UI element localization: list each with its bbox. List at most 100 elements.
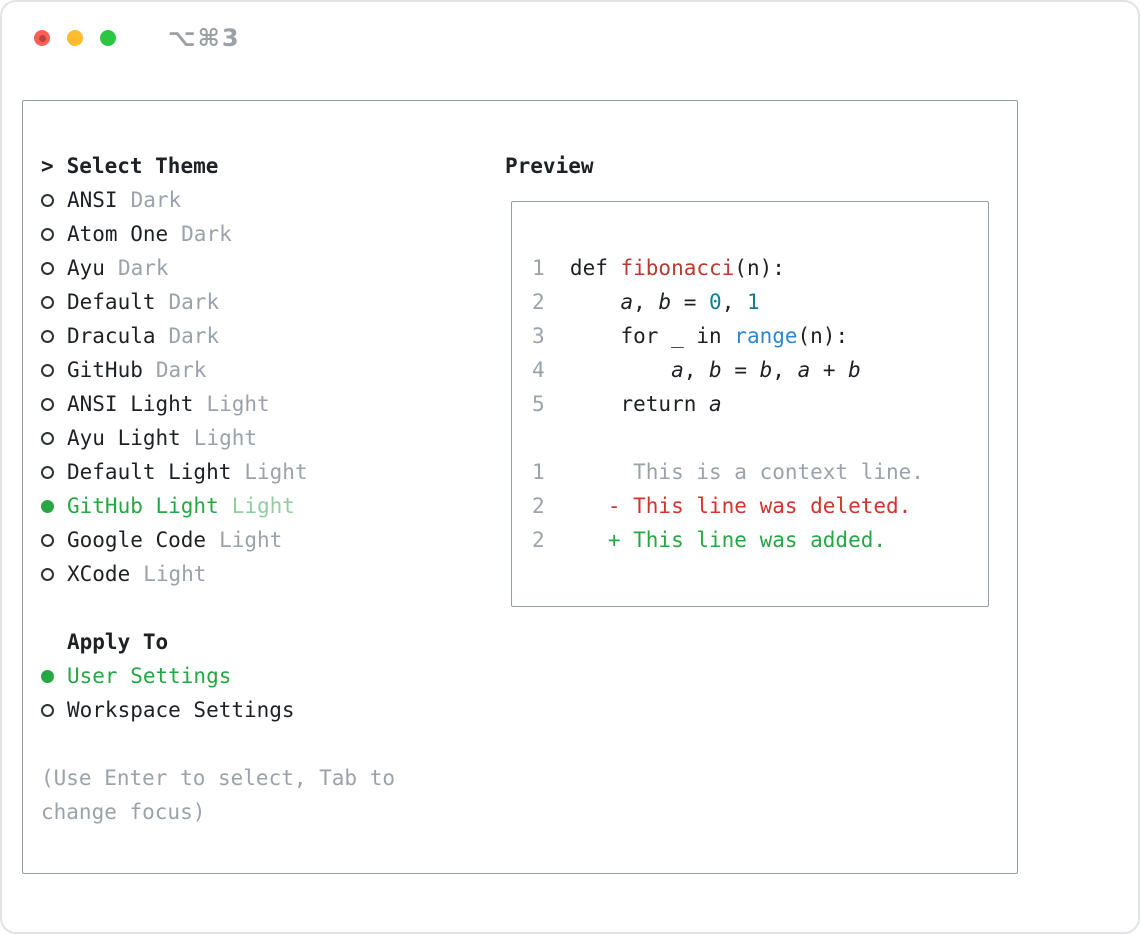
apply-option-user-settings[interactable]: User Settings xyxy=(41,659,505,693)
theme-option-google-code[interactable]: Google Code Light xyxy=(41,523,505,557)
option-label: Ayu xyxy=(67,256,105,280)
code-token: (n): xyxy=(797,324,849,348)
zoom-button[interactable] xyxy=(100,30,116,46)
code-token xyxy=(570,358,671,382)
code-token: = xyxy=(671,290,710,314)
window-shortcut-label: ⌥⌘3 xyxy=(168,24,241,52)
theme-option-github-light[interactable]: GitHub Light Light xyxy=(41,489,505,523)
theme-option-xcode[interactable]: XCode Light xyxy=(41,557,505,591)
option-label: GitHub xyxy=(67,358,143,382)
option-label: Google Code xyxy=(67,528,207,552)
line-number: 2 xyxy=(532,494,545,518)
close-button[interactable] xyxy=(34,30,50,46)
code-line: 5 return a xyxy=(532,387,978,421)
spacer xyxy=(41,591,505,625)
code-token: b xyxy=(658,290,672,314)
code-token: return xyxy=(569,392,709,416)
close-button-dot xyxy=(38,34,46,42)
diff-line: 2 + This line was added. xyxy=(532,523,978,557)
option-variant: Dark xyxy=(130,188,182,212)
apply-to-title: Apply To xyxy=(67,630,169,654)
line-number: 2 xyxy=(532,528,545,552)
radio-unselected-icon xyxy=(41,227,54,241)
option-variant: Dark xyxy=(181,222,232,246)
code-line: 3 for _ in range(n): xyxy=(532,319,978,353)
radio-unselected-icon xyxy=(41,261,54,275)
diff-line: 1 This is a context line. xyxy=(532,455,978,489)
radio-selected-icon xyxy=(41,499,54,513)
code-token: a xyxy=(709,392,722,416)
radio-unselected-icon xyxy=(41,567,54,581)
line-number: 5 xyxy=(532,392,545,416)
select-theme-header: > Select Theme xyxy=(41,149,505,183)
diff-line: 2 - This line was deleted. xyxy=(532,489,978,523)
option-label: Default Light xyxy=(67,460,232,484)
code-token: fibonacci xyxy=(620,256,735,280)
option-variant: Light xyxy=(206,392,270,416)
minimize-button[interactable] xyxy=(67,30,83,46)
option-variant: Light xyxy=(231,494,295,518)
preview-title: Preview xyxy=(505,154,594,178)
option-label: Ayu Light xyxy=(67,426,181,450)
code-token: b xyxy=(759,358,773,382)
code-token: 0 xyxy=(709,290,722,314)
code-token: b xyxy=(709,358,722,382)
option-variant: Dark xyxy=(155,358,207,382)
theme-option-default-light[interactable]: Default Light Light xyxy=(41,455,505,489)
code-line: 2 a, b = 0, 1 xyxy=(532,285,978,319)
theme-option-atom-one[interactable]: Atom One Dark xyxy=(41,217,505,251)
code-token: b xyxy=(848,358,861,382)
code-token: a xyxy=(620,290,634,314)
radio-unselected-icon xyxy=(41,703,54,717)
theme-option-default[interactable]: Default Dark xyxy=(41,285,505,319)
option-label: Default xyxy=(67,290,156,314)
titlebar: ⌥⌘3 xyxy=(2,2,1138,52)
option-label: User Settings xyxy=(67,664,232,688)
line-number: 1 xyxy=(532,256,545,280)
theme-option-github[interactable]: GitHub Dark xyxy=(41,353,505,387)
radio-unselected-icon xyxy=(41,329,54,343)
code-token: a xyxy=(671,358,684,382)
code-line: 4 a, b = b, a + b xyxy=(532,353,978,387)
code-token: = xyxy=(721,358,760,382)
code-token: range xyxy=(734,324,798,348)
code-token: + xyxy=(810,358,849,382)
prompt-caret: > xyxy=(41,154,54,178)
line-number: 2 xyxy=(532,290,545,314)
code-token: for _ in xyxy=(569,324,735,348)
code-token xyxy=(570,290,621,314)
radio-unselected-icon xyxy=(41,193,54,207)
option-label: GitHub Light xyxy=(67,494,219,518)
code-token: , xyxy=(683,358,710,382)
option-variant: Light xyxy=(143,562,207,586)
radio-unselected-icon xyxy=(41,295,54,309)
apply-option-workspace-settings[interactable]: Workspace Settings xyxy=(41,693,505,727)
option-variant: Light xyxy=(244,460,308,484)
option-variant: Dark xyxy=(168,290,220,314)
option-label: XCode xyxy=(67,562,131,586)
radio-selected-icon xyxy=(41,669,54,683)
code-token: , xyxy=(721,290,747,314)
code-token: (n): xyxy=(734,256,785,280)
line-number: 4 xyxy=(532,358,545,382)
line-number: 3 xyxy=(532,324,545,348)
select-theme-title: Select Theme xyxy=(66,154,219,178)
blank-line xyxy=(532,421,978,455)
option-variant: Light xyxy=(219,528,283,552)
radio-unselected-icon xyxy=(41,431,54,445)
radio-unselected-icon xyxy=(41,465,54,479)
option-label: Atom One xyxy=(67,222,169,246)
